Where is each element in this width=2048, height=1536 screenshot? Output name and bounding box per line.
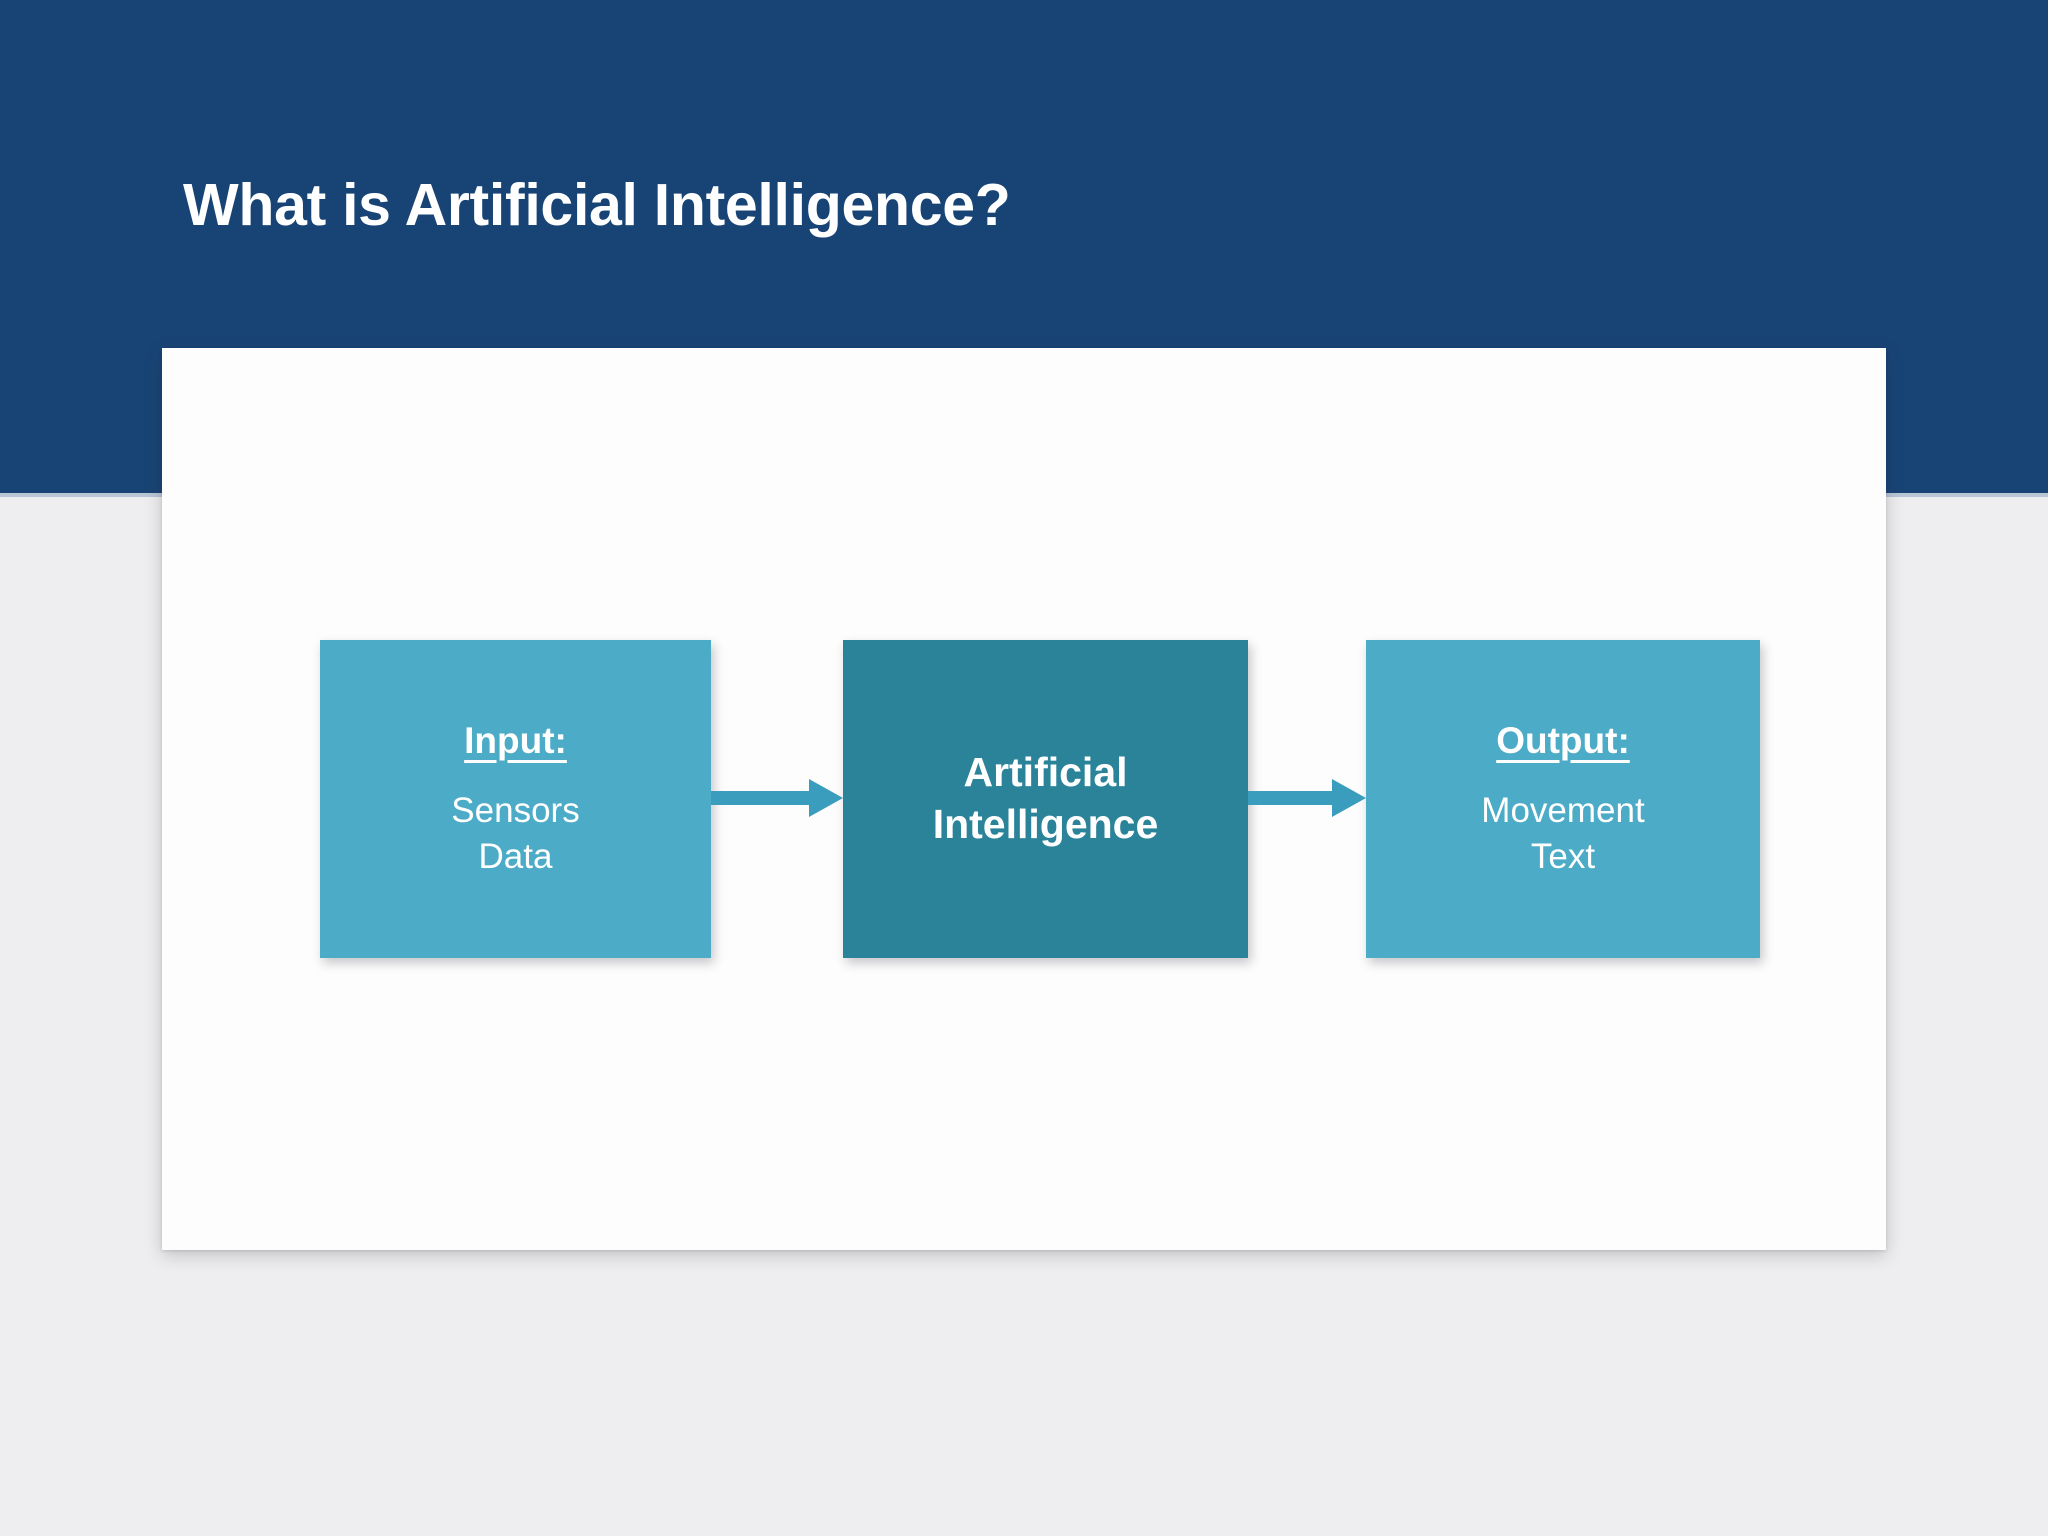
page-title: What is Artificial Intelligence? <box>183 171 1011 238</box>
arrow-head <box>809 779 843 817</box>
arrow-process-to-output-icon <box>1248 779 1366 817</box>
diagram-node-artificial-intelligence[interactable]: Artificial Intelligence <box>843 640 1248 958</box>
slide-content-card: Input: Sensors Data Artificial Intellige… <box>162 348 1886 1250</box>
node-input-line-1: Sensors <box>451 790 580 830</box>
node-process-line-1: Artificial <box>963 749 1128 796</box>
arrow-shaft <box>711 791 811 805</box>
ai-flow-diagram: Input: Sensors Data Artificial Intellige… <box>162 348 1886 1250</box>
node-output-line-2: Text <box>1530 837 1596 877</box>
diagram-node-output[interactable]: Output: Movement Text <box>1366 640 1760 958</box>
node-input-heading: Input: <box>464 719 567 761</box>
arrow-input-to-process-icon <box>711 779 843 817</box>
arrow-head <box>1332 779 1366 817</box>
diagram-node-input[interactable]: Input: Sensors Data <box>320 640 711 958</box>
arrow-shaft <box>1248 791 1334 805</box>
node-input-line-2: Data <box>478 837 553 877</box>
node-process-line-2: Intelligence <box>932 801 1159 847</box>
node-output-line-1: Movement <box>1481 790 1645 830</box>
node-output-heading: Output: <box>1496 719 1630 761</box>
